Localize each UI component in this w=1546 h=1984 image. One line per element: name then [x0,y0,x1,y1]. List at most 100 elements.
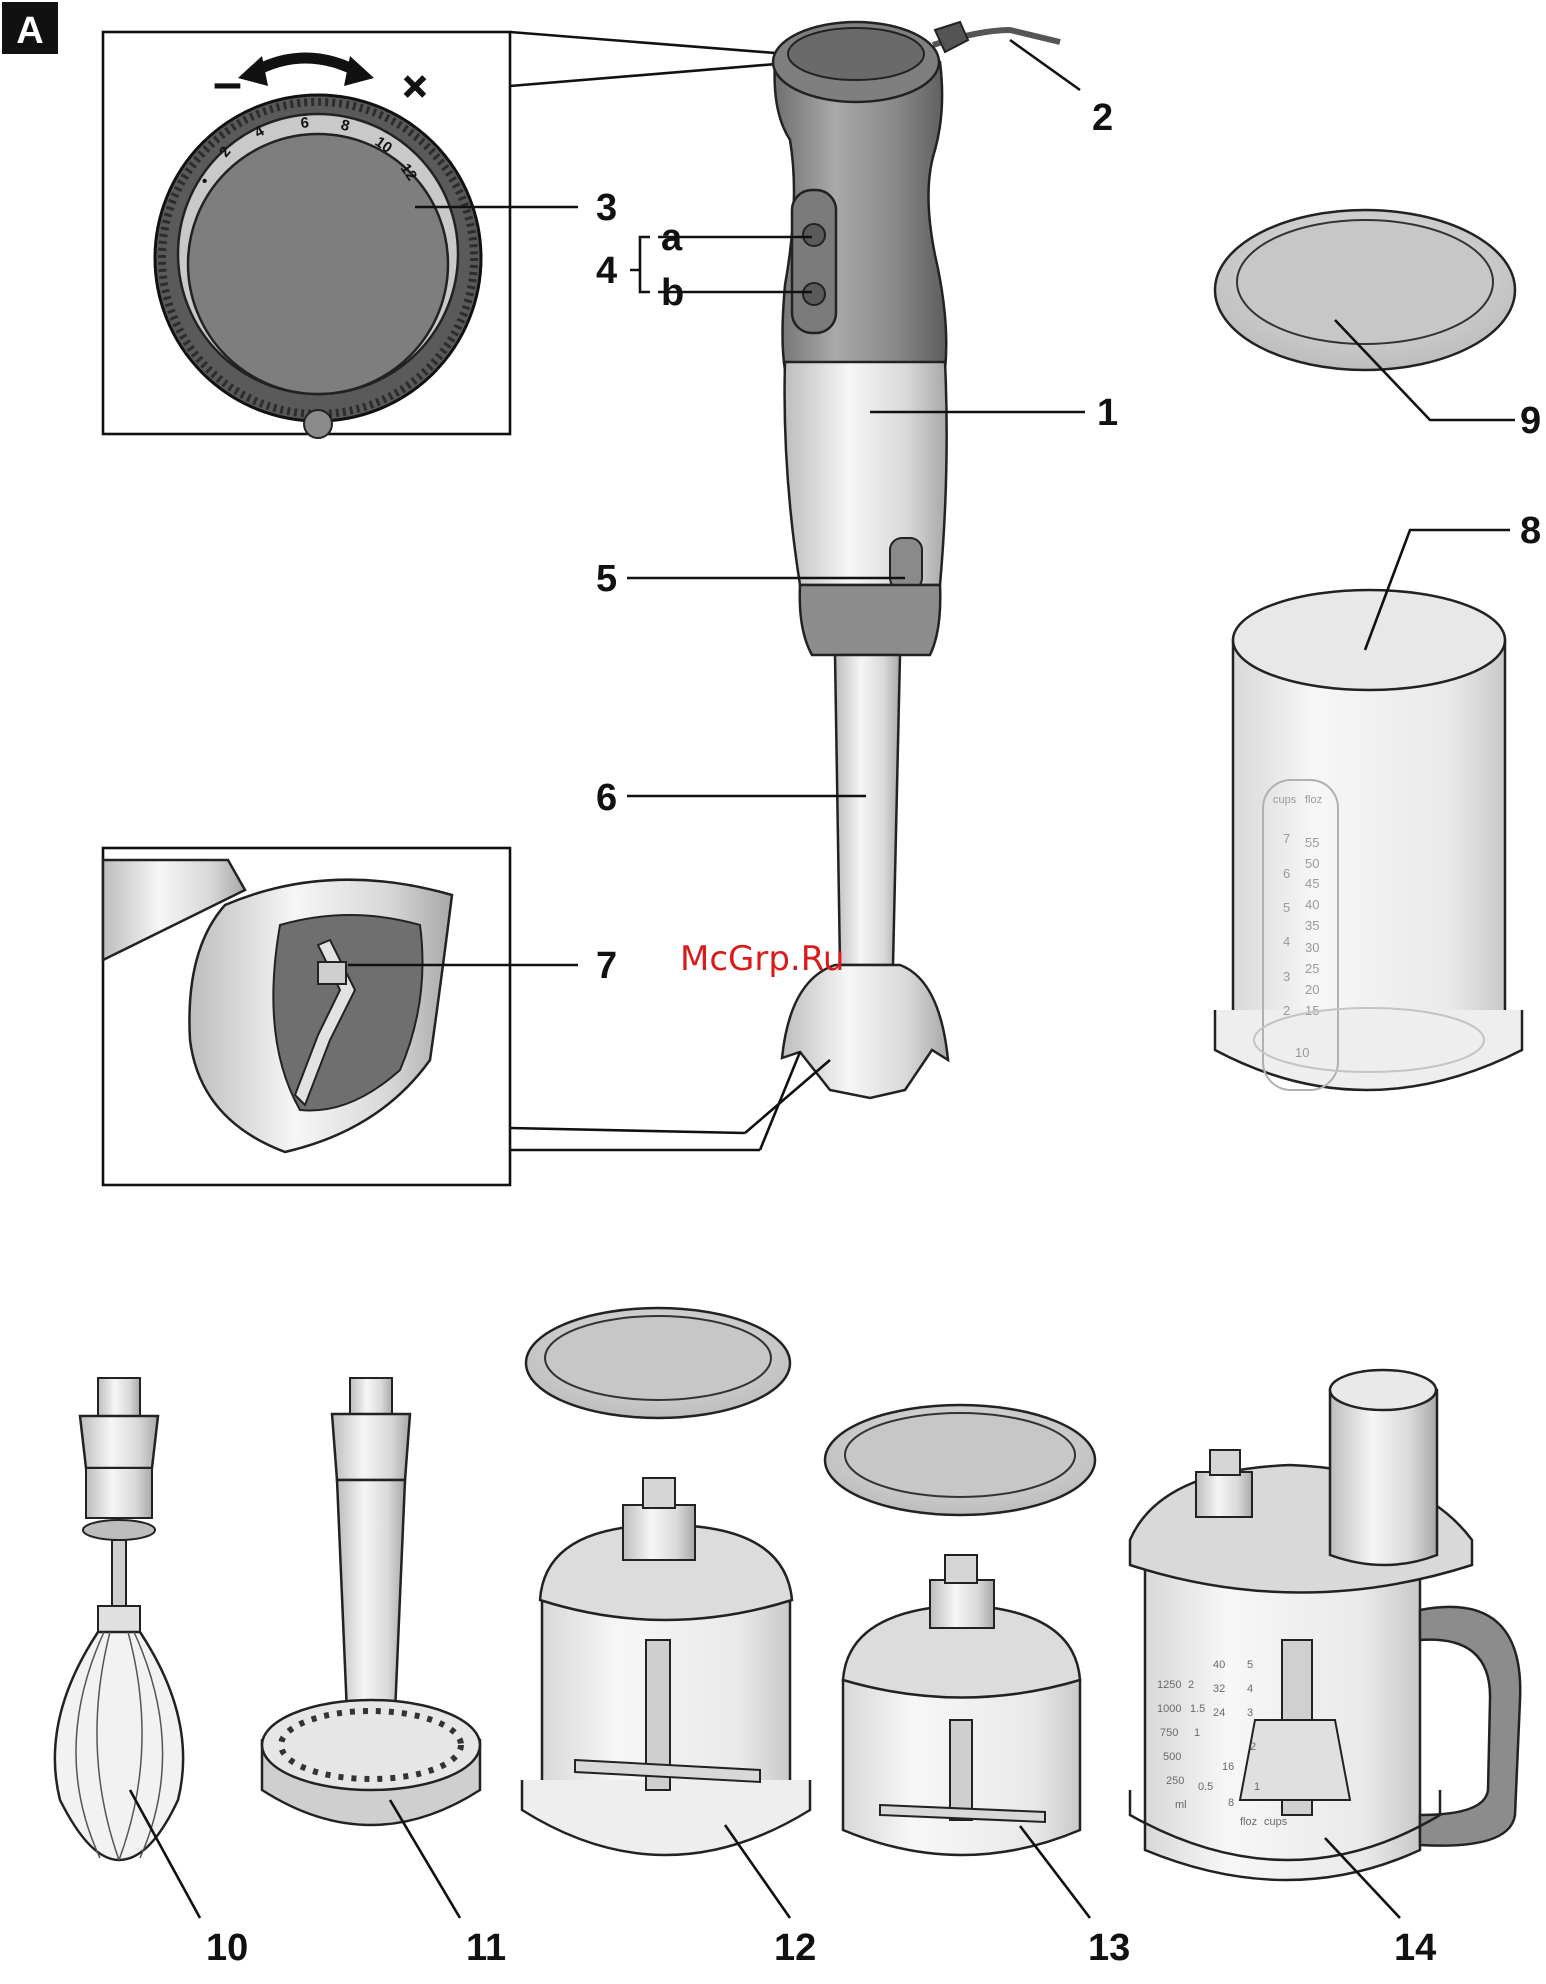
whisk [55,1378,183,1860]
measuring-beaker: cups floz 7 6 5 4 3 2 55 50 45 40 35 30 … [1215,590,1522,1090]
blender-shaft [835,655,900,965]
hand-blender [745,22,1060,1150]
bowl-floz-32: 32 [1213,1683,1225,1695]
guard-leader-2 [745,1060,830,1133]
chopper-small [825,1405,1095,1855]
leader-12 [725,1825,790,1918]
bowl-cups-3: 3 [1247,1707,1253,1719]
blade-hub [318,962,346,984]
beaker-lid-inner [1237,220,1493,344]
button-a-turbo[interactable] [803,224,825,246]
button-b-on[interactable] [803,283,825,305]
bowl-unit-floz: floz [1240,1816,1257,1828]
bowl-ml-500: 500 [1163,1751,1181,1763]
beaker-cup-5: 5 [1283,900,1290,915]
whisk-ferrule [98,1606,140,1632]
beaker-cup-4: 4 [1283,934,1290,949]
masher-plate-top [262,1700,480,1790]
callout-1: 1 [1097,392,1118,434]
bowl-floz-40: 40 [1213,1659,1225,1671]
callout-14: 14 [1394,1927,1436,1969]
callout-8: 8 [1520,510,1541,552]
shaft-coupling [800,585,941,655]
callout-13: 13 [1088,1927,1130,1969]
dial-mark-dot: • [202,173,207,190]
bowl-pint-0.5: 0.5 [1198,1781,1213,1793]
whisk-gear [98,1378,140,1416]
callout-2: 2 [1092,97,1113,139]
beaker-floz-55: 55 [1305,835,1319,850]
beaker-floz-10: 10 [1295,1045,1309,1060]
food-processor: 1250 1000 750 500 250 2 1.5 1 0.5 40 32 … [1130,1370,1520,1880]
guard-leader-1 [760,1052,800,1150]
chopper-small-spindle [950,1720,972,1820]
blade-leader-top [510,1128,745,1133]
callout-4: 4 [596,250,617,292]
callout-12: 12 [774,1927,816,1969]
chopper-large-lid-inner [545,1316,771,1400]
beaker-floz-45: 45 [1305,876,1319,891]
callout-11: 11 [466,1927,506,1969]
chopper-large-coupling [623,1505,695,1560]
whisk-rod [112,1540,126,1606]
beaker-cup-3: 3 [1283,969,1290,984]
beaker-col-floz: floz [1305,794,1322,806]
processor-feed-tube [1330,1390,1437,1565]
beaker-col-cups: cups [1273,794,1297,806]
callout-4a: a [661,217,683,259]
bowl-cups-5: 5 [1247,1659,1253,1671]
release-button[interactable] [890,538,922,590]
bowl-ml-250: 250 [1166,1775,1184,1787]
beaker-cup-2: 2 [1283,1003,1290,1018]
masher-gear [350,1378,392,1414]
beaker-cup-6: 6 [1283,866,1290,881]
bowl-ml-1000: 1000 [1157,1703,1181,1715]
beaker-floz-35: 35 [1305,918,1319,933]
speed-minus-sign: – [213,54,242,112]
whisk-coupling [80,1416,158,1468]
callout-3: 3 [596,187,617,229]
bowl-unit-cups: cups [1264,1816,1288,1828]
leader-2 [1010,40,1080,90]
dial-notch [304,410,332,438]
chopper-large-gear [643,1478,675,1508]
bowl-floz-24: 24 [1213,1707,1225,1719]
beaker-lid [1215,210,1515,370]
callout-5: 5 [596,558,617,600]
whisk-gearbox [86,1468,152,1518]
chopper-small-lid-inner [845,1413,1075,1497]
processor-feed-tube-opening [1330,1370,1436,1410]
beaker-floz-40: 40 [1305,897,1319,912]
beaker-floz-50: 50 [1305,856,1319,871]
bowl-pint-2: 2 [1188,1679,1194,1691]
callout-10: 10 [206,1927,248,1969]
bowl-pint-1.5: 1.5 [1190,1703,1205,1715]
beaker-floz-20: 20 [1305,982,1319,997]
whisk-collar [83,1520,155,1540]
blade-guard [782,965,948,1098]
beaker-cup-7: 7 [1283,831,1290,846]
watermark-text: McGrp.Ru [680,939,844,979]
figure-tag: A [2,2,58,54]
callout-6: 6 [596,777,617,819]
leader-4-bracket [630,237,650,292]
beaker-floz-30: 30 [1305,940,1319,955]
bowl-cups-1: 1 [1254,1781,1260,1793]
whisk-wires [55,1632,183,1860]
chopper-large [522,1308,810,1855]
bowl-floz-8: 8 [1228,1797,1234,1809]
callout-7: 7 [596,945,617,987]
bowl-pint-1: 1 [1194,1727,1200,1739]
processor-gear [1210,1450,1240,1475]
chopper-large-base [522,1780,810,1855]
chopper-small-gear [945,1555,977,1583]
bowl-floz-16: 16 [1222,1761,1234,1773]
blade-inset [103,848,760,1185]
beaker-floz-25: 25 [1305,961,1319,976]
bowl-unit-ml: ml [1175,1799,1187,1811]
processor-handle[interactable] [1420,1607,1520,1846]
callout-9: 9 [1520,400,1541,442]
figure-tag-letter: A [16,10,43,52]
inset-leader-bottom [510,62,800,86]
